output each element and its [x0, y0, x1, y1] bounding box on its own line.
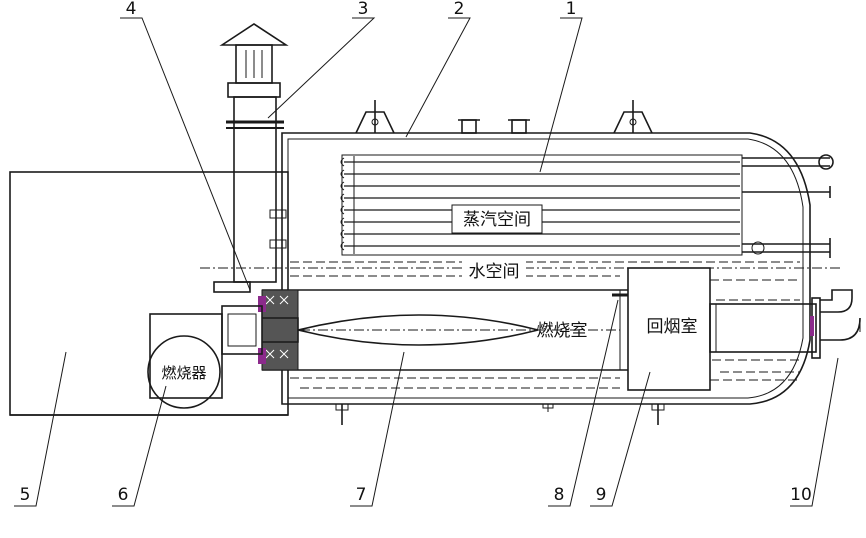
chimney: [213, 23, 289, 293]
callout-3: 3: [358, 0, 369, 19]
callout-2: 2: [454, 0, 465, 19]
furnace-tube: [262, 289, 628, 371]
boiler-shell: [281, 100, 811, 425]
callout-numbers: 1 2 3 4 5 6 7 8 9 10: [20, 0, 812, 505]
tube-bundle: [340, 154, 834, 258]
flue-exit-pipe: [709, 289, 861, 359]
callout-5: 5: [20, 485, 31, 505]
combustion-chamber-label: 燃烧室: [537, 321, 588, 341]
burner-label: 燃烧器: [161, 364, 206, 382]
tube-bend-2: [340, 169, 345, 179]
region-labels: 蒸汽空间 水空间 燃烧室 回烟室 燃烧器: [161, 204, 706, 382]
tube-bend-6: [340, 217, 345, 227]
tube-bend-1: [340, 157, 345, 167]
top-nozzles: [458, 119, 530, 134]
water-space-label: 水空间: [469, 262, 520, 282]
callout-6: 6: [118, 485, 129, 505]
top-lug-right: [613, 100, 653, 134]
callout-10: 10: [790, 485, 812, 505]
callout-4: 4: [126, 0, 137, 19]
refractory-ring: [258, 289, 299, 371]
burner: [147, 305, 299, 409]
callout-8: 8: [554, 485, 565, 505]
steam-space-label: 蒸汽空间: [463, 210, 531, 230]
tube-bend-4: [340, 193, 345, 203]
smoke-return-chamber-label: 回烟室: [647, 317, 698, 337]
tube-bend-3: [340, 181, 345, 191]
callout-9: 9: [596, 485, 607, 505]
tube-bend-8: [340, 241, 345, 251]
callout-1: 1: [566, 0, 577, 19]
top-lug-left: [355, 100, 395, 134]
callout-leaders: [14, 17, 839, 507]
callout-7: 7: [356, 485, 367, 505]
tube-bend-7: [340, 229, 345, 239]
tube-bend-5: [340, 205, 345, 215]
